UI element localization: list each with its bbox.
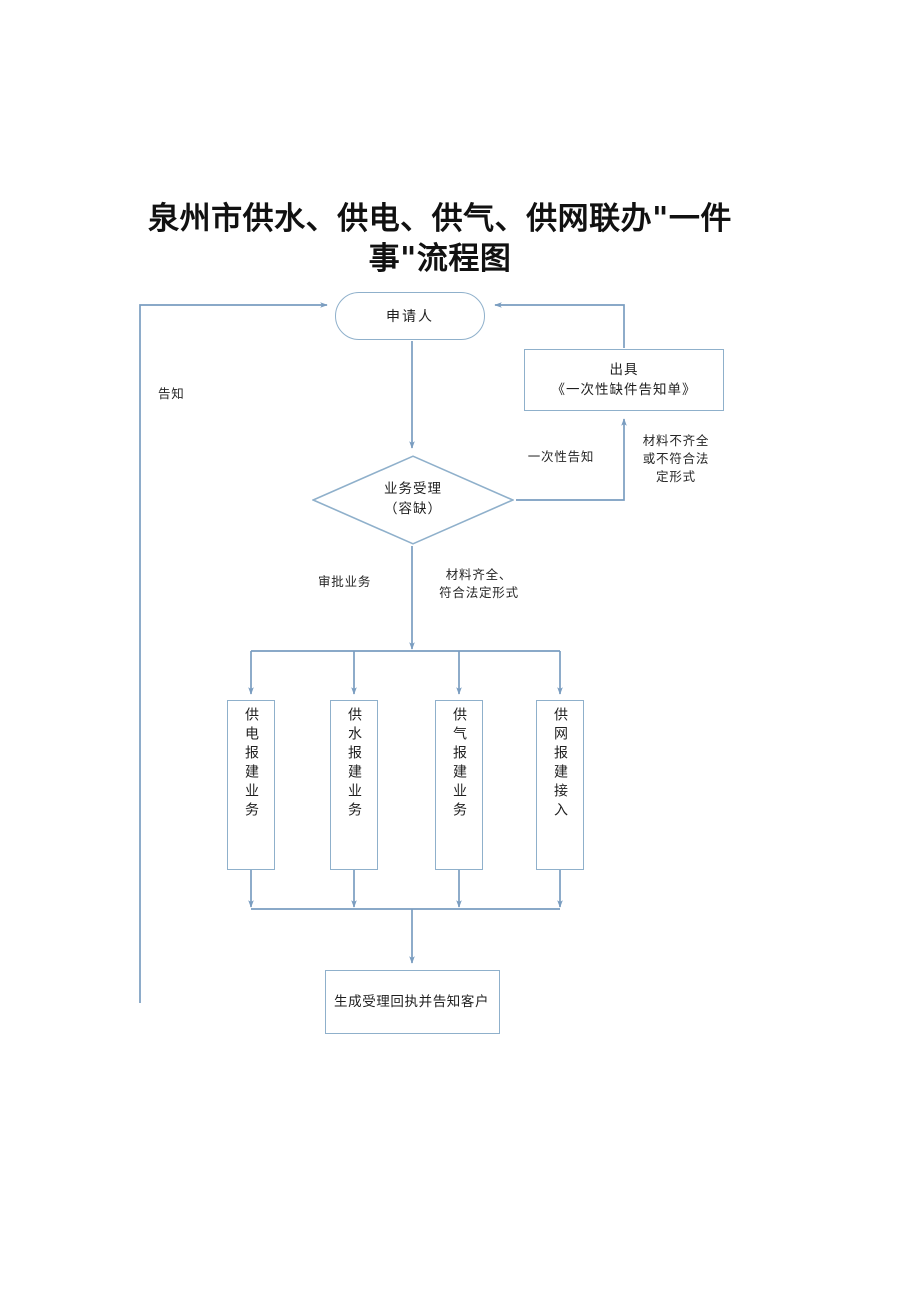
- node-decision-line2: （容缺）: [384, 501, 442, 517]
- node-service-power-label: 供电报建业务: [243, 707, 259, 821]
- node-service-power[interactable]: 供电报建业务: [227, 700, 275, 870]
- edge-label-incomplete-materials: 材料不齐全 或不符合法 定形式: [642, 433, 710, 485]
- node-issue-notice-text: 出具 《一次性缺件告知单》: [552, 360, 697, 401]
- edge-notice-to-applicant: [494, 302, 625, 348]
- node-generate-receipt[interactable]: 生成受理回执并告知客户: [325, 970, 500, 1034]
- edge-label-approval: 审批业务: [318, 574, 372, 589]
- node-business-acceptance-decision[interactable]: 业务受理 （容缺）: [312, 455, 514, 545]
- node-issue-notice-line1: 出具: [609, 361, 639, 378]
- node-applicant-label: 申请人: [386, 309, 434, 325]
- node-service-gas[interactable]: 供气报建业务: [435, 700, 483, 870]
- node-generate-receipt-label: 生成受理回执并告知客户: [334, 993, 490, 1010]
- node-applicant[interactable]: 申请人: [335, 292, 485, 340]
- edge-receipt-to-applicant: [139, 302, 328, 1003]
- node-service-water[interactable]: 供水报建业务: [330, 700, 378, 870]
- node-service-gas-label: 供气报建业务: [451, 707, 467, 821]
- node-service-network[interactable]: 供网报建接入: [536, 700, 584, 870]
- edge-label-one-time-notice: 一次性告知: [527, 449, 595, 464]
- diamond-shape-icon: [312, 455, 514, 545]
- node-service-water-label: 供水报建业务: [346, 707, 362, 821]
- edge-label-inform: 告知: [158, 386, 185, 401]
- edge-label-complete-materials: 材料齐全、 符合法定形式: [439, 567, 519, 601]
- page-title: 泉州市供水、供电、供气、供网联办"一件事"流程图: [148, 201, 732, 277]
- node-service-network-label: 供网报建接入: [552, 707, 568, 821]
- node-issue-notice-line2: 《一次性缺件告知单》: [551, 382, 697, 398]
- node-decision-line1: 业务受理: [384, 481, 442, 498]
- node-issue-missing-notice[interactable]: 出具 《一次性缺件告知单》: [524, 349, 724, 411]
- node-decision-text: 业务受理 （容缺）: [384, 480, 442, 519]
